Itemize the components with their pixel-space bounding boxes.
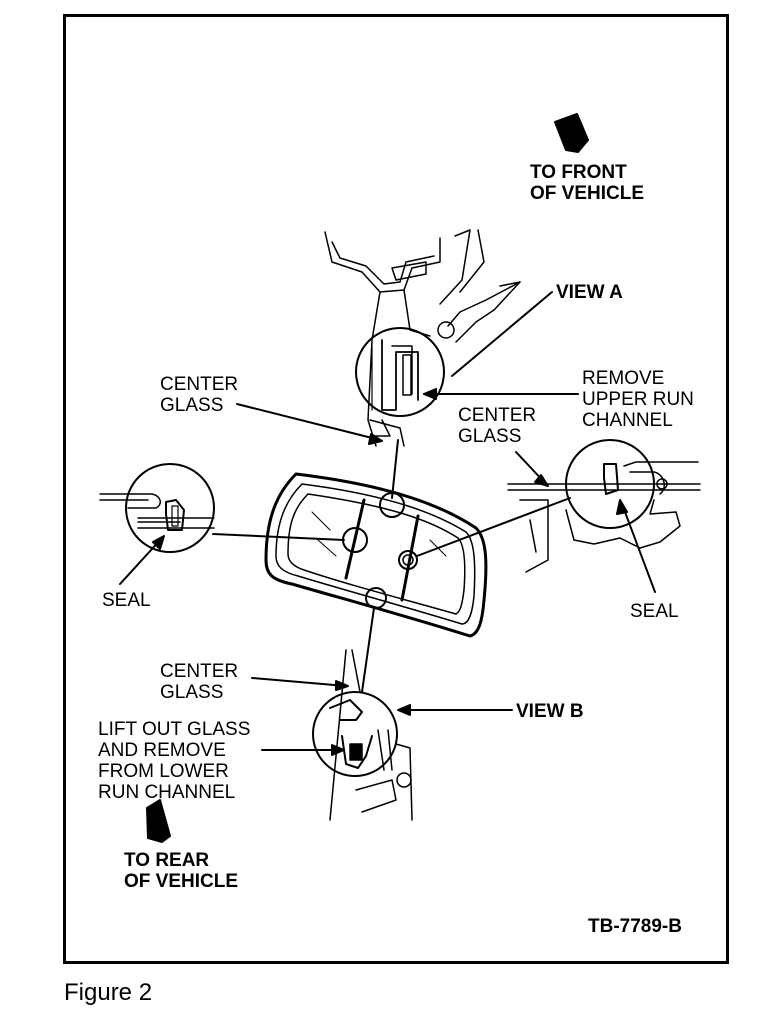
view-b-label: VIEW B [516,701,584,722]
left-seal-detail [99,463,215,553]
center-glass-right-label: CENTER GLASS [458,405,537,447]
lift-out-glass-label: LIFT OUT GLASS AND REMOVE FROM LOWER RUN… [98,719,251,803]
to-front-label: TO FRONT OF VEHICLE [530,162,645,204]
seal-left-label: SEAL [102,590,151,611]
figure-caption: Figure 2 [64,979,153,1006]
seal-right-label: SEAL [630,601,679,622]
drawing-code: TB-7789-B [588,916,682,937]
right-seal-detail [507,439,701,573]
center-glass-bottom-label: CENTER GLASS [160,661,239,703]
view-a-detail [355,327,445,417]
sliding-glass-assembly [264,472,488,638]
front-arrow-icon [554,113,589,153]
to-rear-label: TO REAR OF VEHICLE [124,850,239,892]
center-glass-top-label: CENTER GLASS [160,374,239,416]
lower-body-structure [329,649,413,821]
view-a-label: VIEW A [556,282,623,303]
rear-arrow-icon [146,799,171,843]
remove-upper-run-channel-label: REMOVE UPPER RUN CHANNEL [582,368,694,431]
view-b-detail [312,691,398,777]
upper-body-structure [324,229,521,447]
diagram-frame [63,14,729,964]
